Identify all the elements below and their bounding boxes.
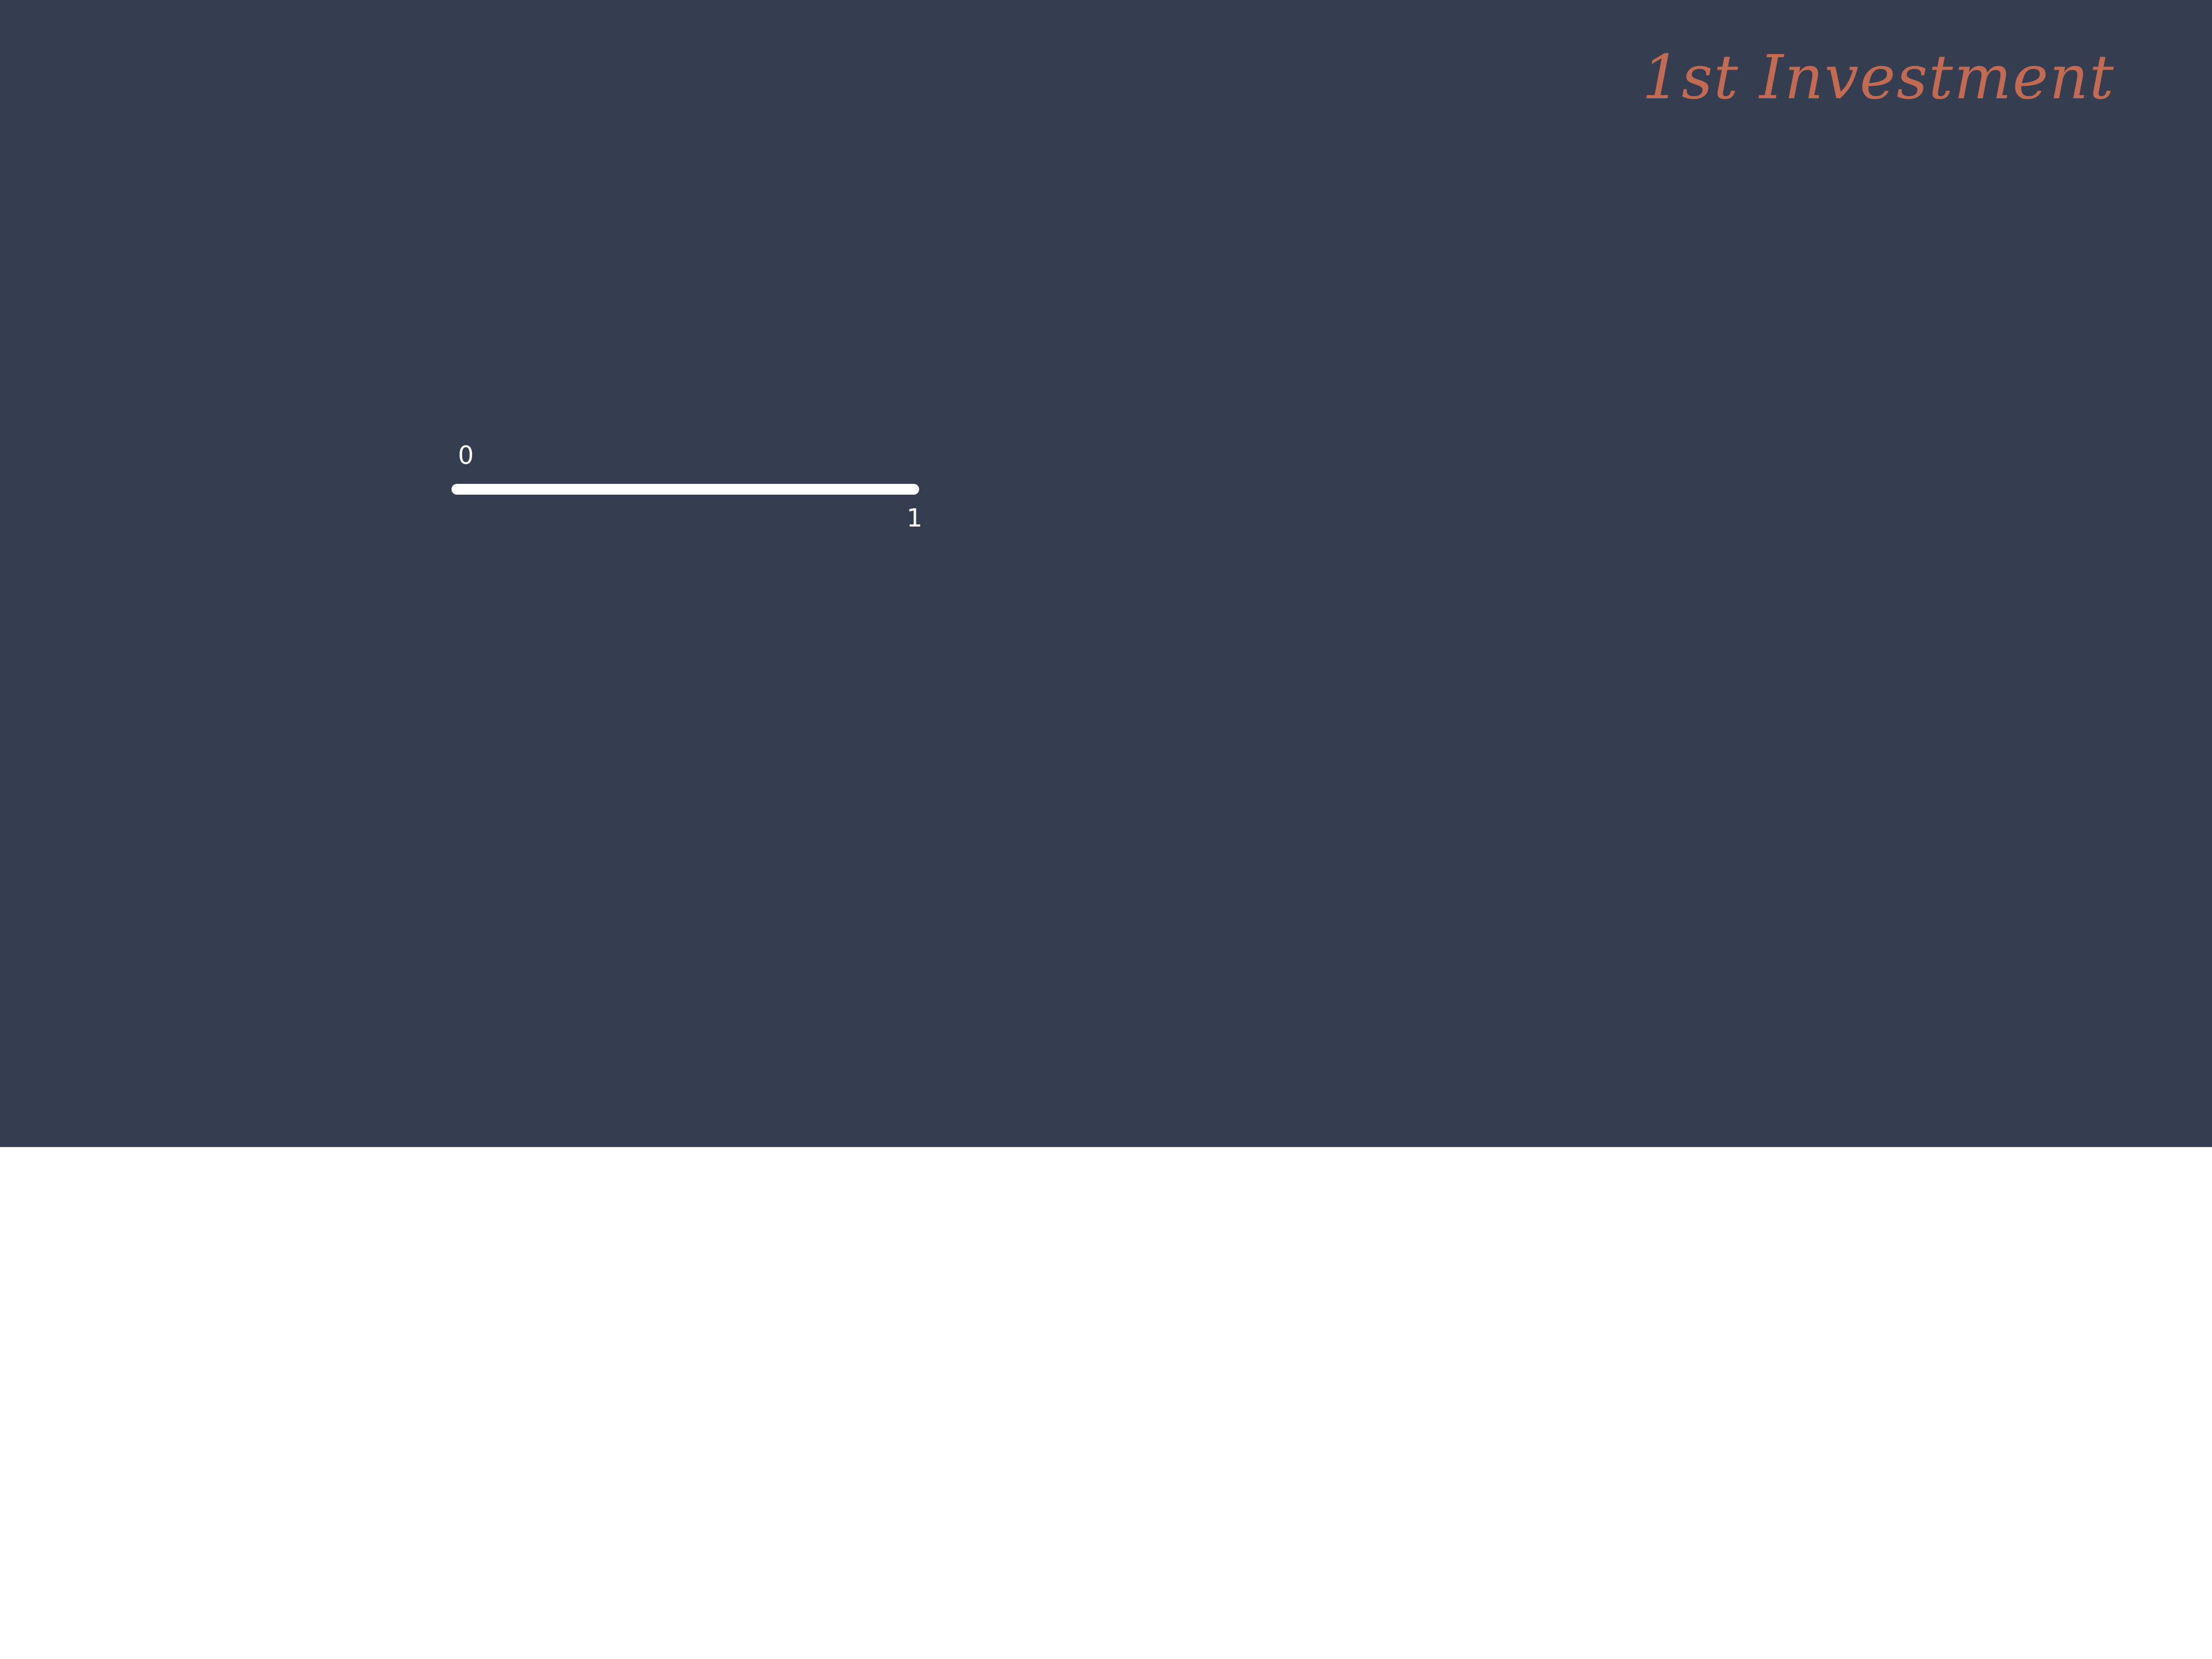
- range-track: [451, 484, 919, 495]
- range-indicator: 0 1: [451, 441, 922, 540]
- range-min-label: 0: [458, 441, 474, 470]
- dark-canvas: 1st Investment 0 1: [0, 0, 2212, 1147]
- page-title: 1st Investment: [1642, 43, 2115, 113]
- range-max-label: 1: [906, 503, 922, 532]
- blank-area: [0, 1147, 2212, 1659]
